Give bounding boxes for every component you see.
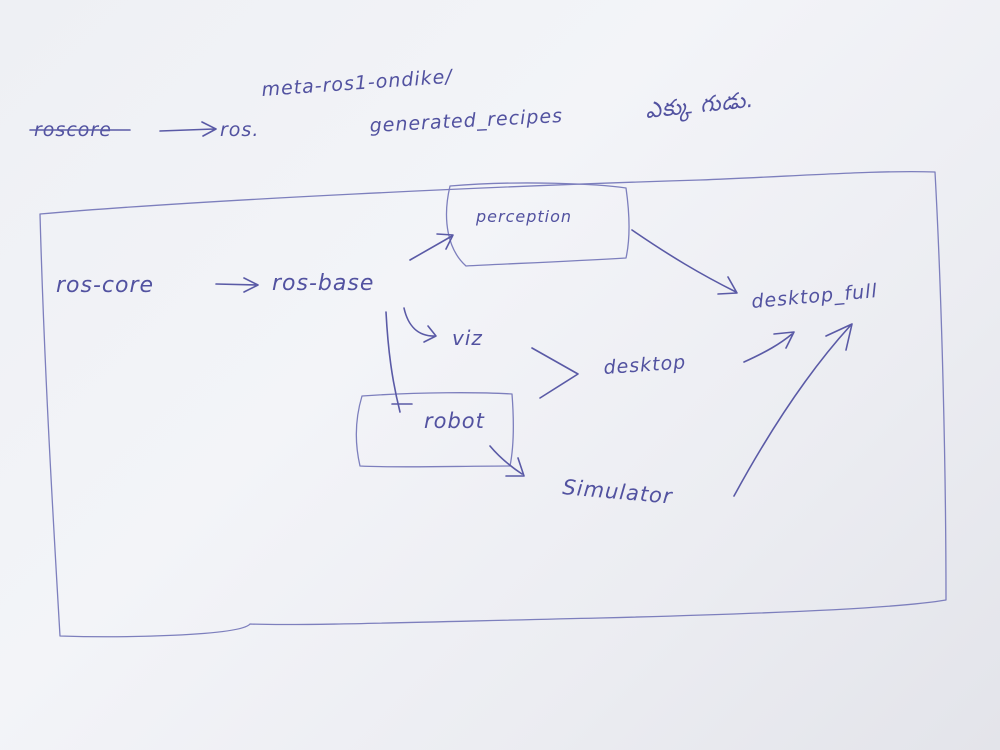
note-generated-recipes: generated_recipes bbox=[369, 105, 563, 137]
node-desktop-full: desktop_full bbox=[751, 280, 879, 313]
node-viz: viz bbox=[452, 326, 483, 350]
node-ros-core: ros-core bbox=[56, 273, 154, 298]
arrow-ros-base-to-perception bbox=[409, 233, 454, 261]
arrow-robot-to-simulator bbox=[489, 445, 525, 477]
arrow-desktop-to-desktop-full bbox=[743, 331, 795, 363]
node-perception: perception bbox=[475, 207, 572, 226]
node-ros-base: ros-base bbox=[272, 271, 374, 296]
node-robot: robot bbox=[424, 409, 485, 433]
arrow-simulator-to-desktop-full bbox=[733, 323, 853, 497]
node-desktop: desktop bbox=[603, 351, 687, 379]
arrow-to-desktop bbox=[531, 347, 579, 399]
outer-frame bbox=[39, 170, 947, 638]
perception-box bbox=[445, 182, 630, 267]
note-ros-target: ros. bbox=[220, 119, 259, 141]
arrow-perception-to-desktop-full bbox=[631, 229, 738, 295]
node-simulator: Simulator bbox=[562, 475, 674, 509]
arrow-ros-core-to-ros-base bbox=[215, 277, 259, 293]
roscore-arrow bbox=[159, 121, 217, 137]
note-trailing-scribble: ఎక్కు గుడు. bbox=[644, 88, 756, 126]
arrow-ros-base-to-robot bbox=[385, 311, 413, 413]
note-meta-ros1: meta-ros1-ondike/ bbox=[261, 66, 455, 101]
arrow-ros-base-to-viz bbox=[403, 307, 437, 343]
